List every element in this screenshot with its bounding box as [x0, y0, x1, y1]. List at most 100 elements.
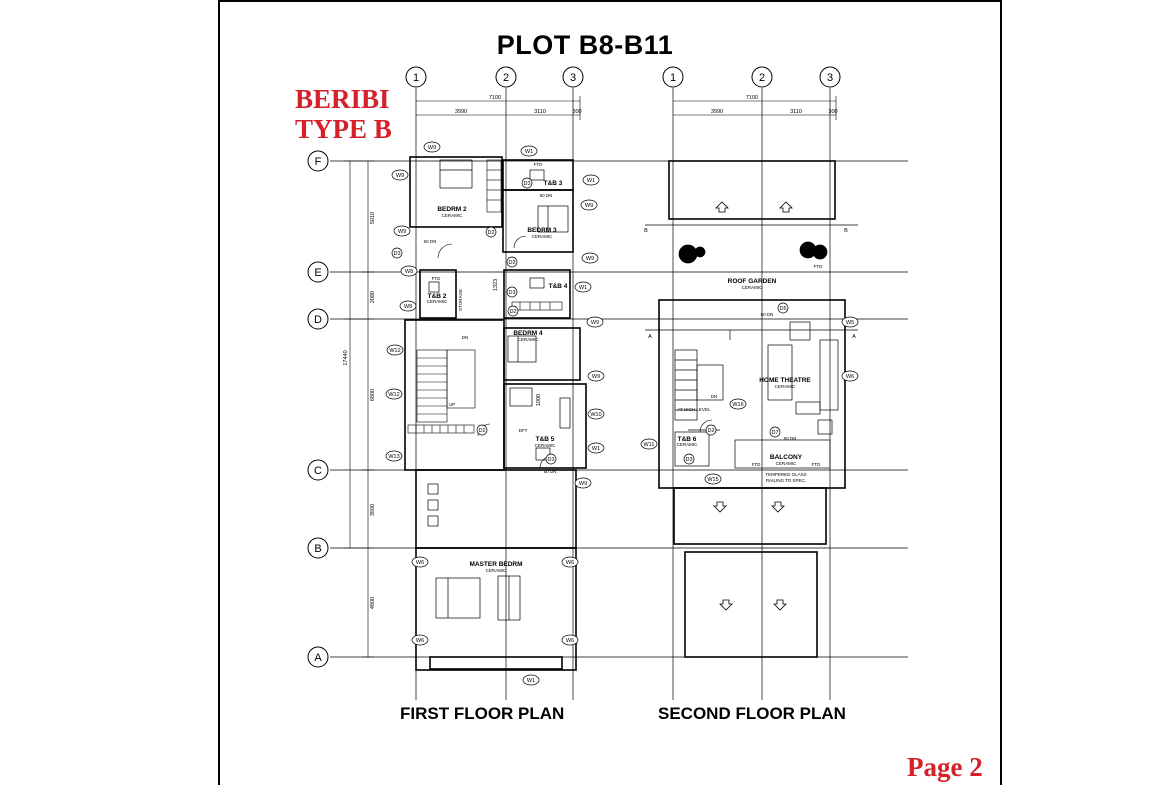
svg-text:W8: W8 — [405, 269, 413, 275]
svg-text:CERAMIC: CERAMIC — [518, 337, 540, 342]
svg-text:W9: W9 — [398, 229, 406, 235]
svg-text:CERAMIC: CERAMIC — [427, 299, 449, 304]
svg-text:W1: W1 — [525, 149, 533, 155]
room-labels-first: BEDRM 2 CERAMIC BEDRM 3 CERAMIC T&B 3 T&… — [424, 162, 568, 573]
dim-d-c: 6800 — [370, 389, 376, 401]
dn-50-second: 50 DN — [784, 436, 797, 441]
plant-left-1 — [678, 244, 698, 264]
ftd-balcony-1: FTD — [752, 462, 761, 467]
arrow-up-icon — [779, 201, 793, 213]
dim-f-e: 5010 — [370, 212, 376, 224]
grid-label-c: C — [314, 465, 322, 477]
dim-total-first: 7100 — [489, 95, 501, 101]
svg-text:D2: D2 — [487, 230, 494, 236]
grid-bubble-labels: 1 2 3 1 2 3 F E D C B A — [314, 72, 833, 664]
first-floor-plan-label: FIRST FLOOR PLAN — [400, 704, 565, 723]
room-balcony: BALCONY — [770, 454, 803, 461]
svg-text:W15: W15 — [707, 477, 718, 483]
arrow-up-icon — [715, 201, 729, 213]
dimension-labels: 7100 3990 3110 300 7100 3990 3110 300 50… — [343, 95, 838, 609]
dim-c-b: 3500 — [370, 504, 376, 516]
svg-text:W9: W9 — [585, 203, 593, 209]
room-roof-garden: ROOF GARDEN — [728, 278, 777, 285]
grid-label-3-first: 3 — [570, 72, 576, 84]
second-floor-walls — [658, 160, 846, 658]
svg-text:W12: W12 — [389, 348, 400, 354]
svg-text:CERAMIC: CERAMIC — [677, 442, 699, 447]
plant-right-2 — [812, 244, 828, 260]
svg-text:CERAMIC: CERAMIC — [442, 213, 464, 218]
roof-slab-mid — [673, 487, 827, 545]
railing-note-1: TEMPERED GLASS — [765, 472, 806, 477]
brand-line-1: BERIBI — [295, 84, 390, 114]
svg-text:D3: D3 — [523, 181, 530, 187]
room-tb-2: T&B 2 — [428, 293, 447, 300]
svg-text:D2: D2 — [707, 428, 714, 434]
svg-text:W13: W13 — [388, 454, 399, 460]
stair-up-first: UP — [449, 402, 455, 407]
grid-bubble-e — [307, 261, 329, 283]
arrow-down-icon — [719, 599, 733, 611]
svg-text:CERAMIC: CERAMIC — [776, 461, 798, 466]
house-type-label: BERIBI TYPE B — [295, 84, 392, 144]
arrow-down-icon — [713, 501, 727, 513]
brand-line-2: TYPE B — [295, 114, 392, 144]
arrow-down-icon — [771, 501, 785, 513]
grid-label-d: D — [314, 314, 322, 326]
ftd-roof: FTD — [814, 264, 823, 269]
svg-text:W6: W6 — [416, 560, 424, 566]
svg-text:D3: D3 — [547, 457, 554, 463]
svg-text:W5: W5 — [846, 320, 854, 326]
railing-note-2: RAILING TO SPEC. — [766, 478, 806, 483]
ftd-tb2: FTD — [432, 276, 441, 281]
second-floor-details — [645, 224, 858, 469]
room-labels-second: ROOF GARDEN CERAMIC HOME THEATRE CERAMIC… — [644, 228, 856, 483]
ftd-tb3: FTD — [534, 162, 543, 167]
dim-bay2-first: 3110 — [534, 109, 546, 115]
plant-left-2 — [694, 246, 706, 258]
grid-bubble-f — [307, 150, 329, 172]
bed-master — [435, 577, 481, 619]
arrow-down-icon — [773, 599, 787, 611]
grid-label-a: A — [314, 652, 322, 664]
grid-label-1-first: 1 — [413, 72, 419, 84]
svg-text:W1: W1 — [592, 446, 600, 452]
dim-bay2-second: 3110 — [790, 109, 802, 115]
svg-text:W10: W10 — [590, 412, 601, 418]
dn-50-tb5: 50 DN — [544, 469, 557, 474]
svg-text:W9: W9 — [579, 481, 587, 487]
page-number: Page 2 — [907, 752, 983, 782]
room-tb-3: T&B 3 — [544, 180, 563, 187]
grid-label-e: E — [314, 267, 321, 279]
section-b-left: B — [644, 228, 648, 234]
dn-50-first: 50 DN — [540, 193, 553, 198]
stair-dn-second: DN — [711, 394, 718, 399]
grid-bubble-1-first — [405, 66, 427, 88]
dim-b-a: 4800 — [370, 597, 376, 609]
first-floor-walls — [404, 156, 587, 671]
room-bedrm-4: BEDRM 4 — [513, 330, 543, 337]
room-tb-4: T&B 4 — [549, 283, 568, 290]
high-level-note: AT HIGH LEVEL — [677, 407, 711, 412]
dim-bay1-first: 3990 — [455, 109, 467, 115]
bed-bedrm-4 — [507, 335, 537, 363]
grid-bubble-2-second — [751, 66, 773, 88]
dim-total-second: 7100 — [746, 95, 758, 101]
grid-label-2-first: 2 — [503, 72, 509, 84]
svg-text:W16: W16 — [732, 402, 743, 408]
roof-slab-bottom — [684, 551, 818, 658]
grid-bubbles — [307, 66, 841, 668]
svg-text:W1: W1 — [587, 178, 595, 184]
room-tb-6: T&B 6 — [678, 436, 697, 443]
svg-text:CERAMIC: CERAMIC — [775, 384, 797, 389]
section-a-left: A — [648, 334, 652, 340]
grid-label-1-second: 1 — [670, 72, 676, 84]
svg-text:W9: W9 — [592, 374, 600, 380]
svg-text:W11: W11 — [644, 442, 655, 448]
dn-60-first: 60 DN — [424, 239, 437, 244]
grid-bubble-b — [307, 537, 329, 559]
roof-slope-arrows — [713, 201, 793, 611]
svg-text:CERAMIC: CERAMIC — [532, 234, 554, 239]
svg-text:W6: W6 — [566, 638, 574, 644]
